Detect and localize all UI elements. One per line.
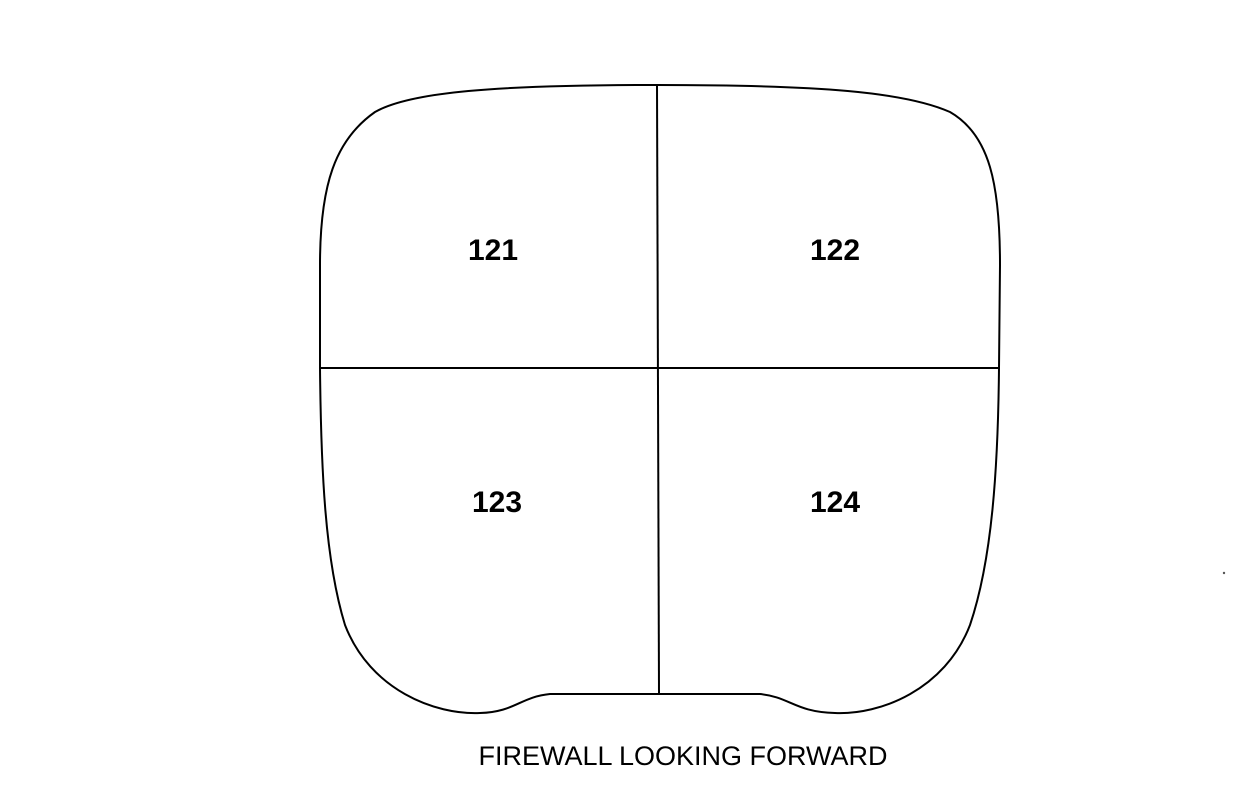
vertical-divider: [656, 84, 660, 695]
zone-label-122: 122: [810, 234, 860, 267]
scan-speck: [1222, 571, 1226, 575]
diagram-caption: FIREWALL LOOKING FORWARD: [478, 741, 887, 771]
zone-label-121: 121: [468, 234, 518, 267]
zone-label-123: 123: [472, 486, 522, 519]
firewall-outline: [319, 84, 1001, 715]
zone-label-124: 124: [810, 486, 860, 519]
